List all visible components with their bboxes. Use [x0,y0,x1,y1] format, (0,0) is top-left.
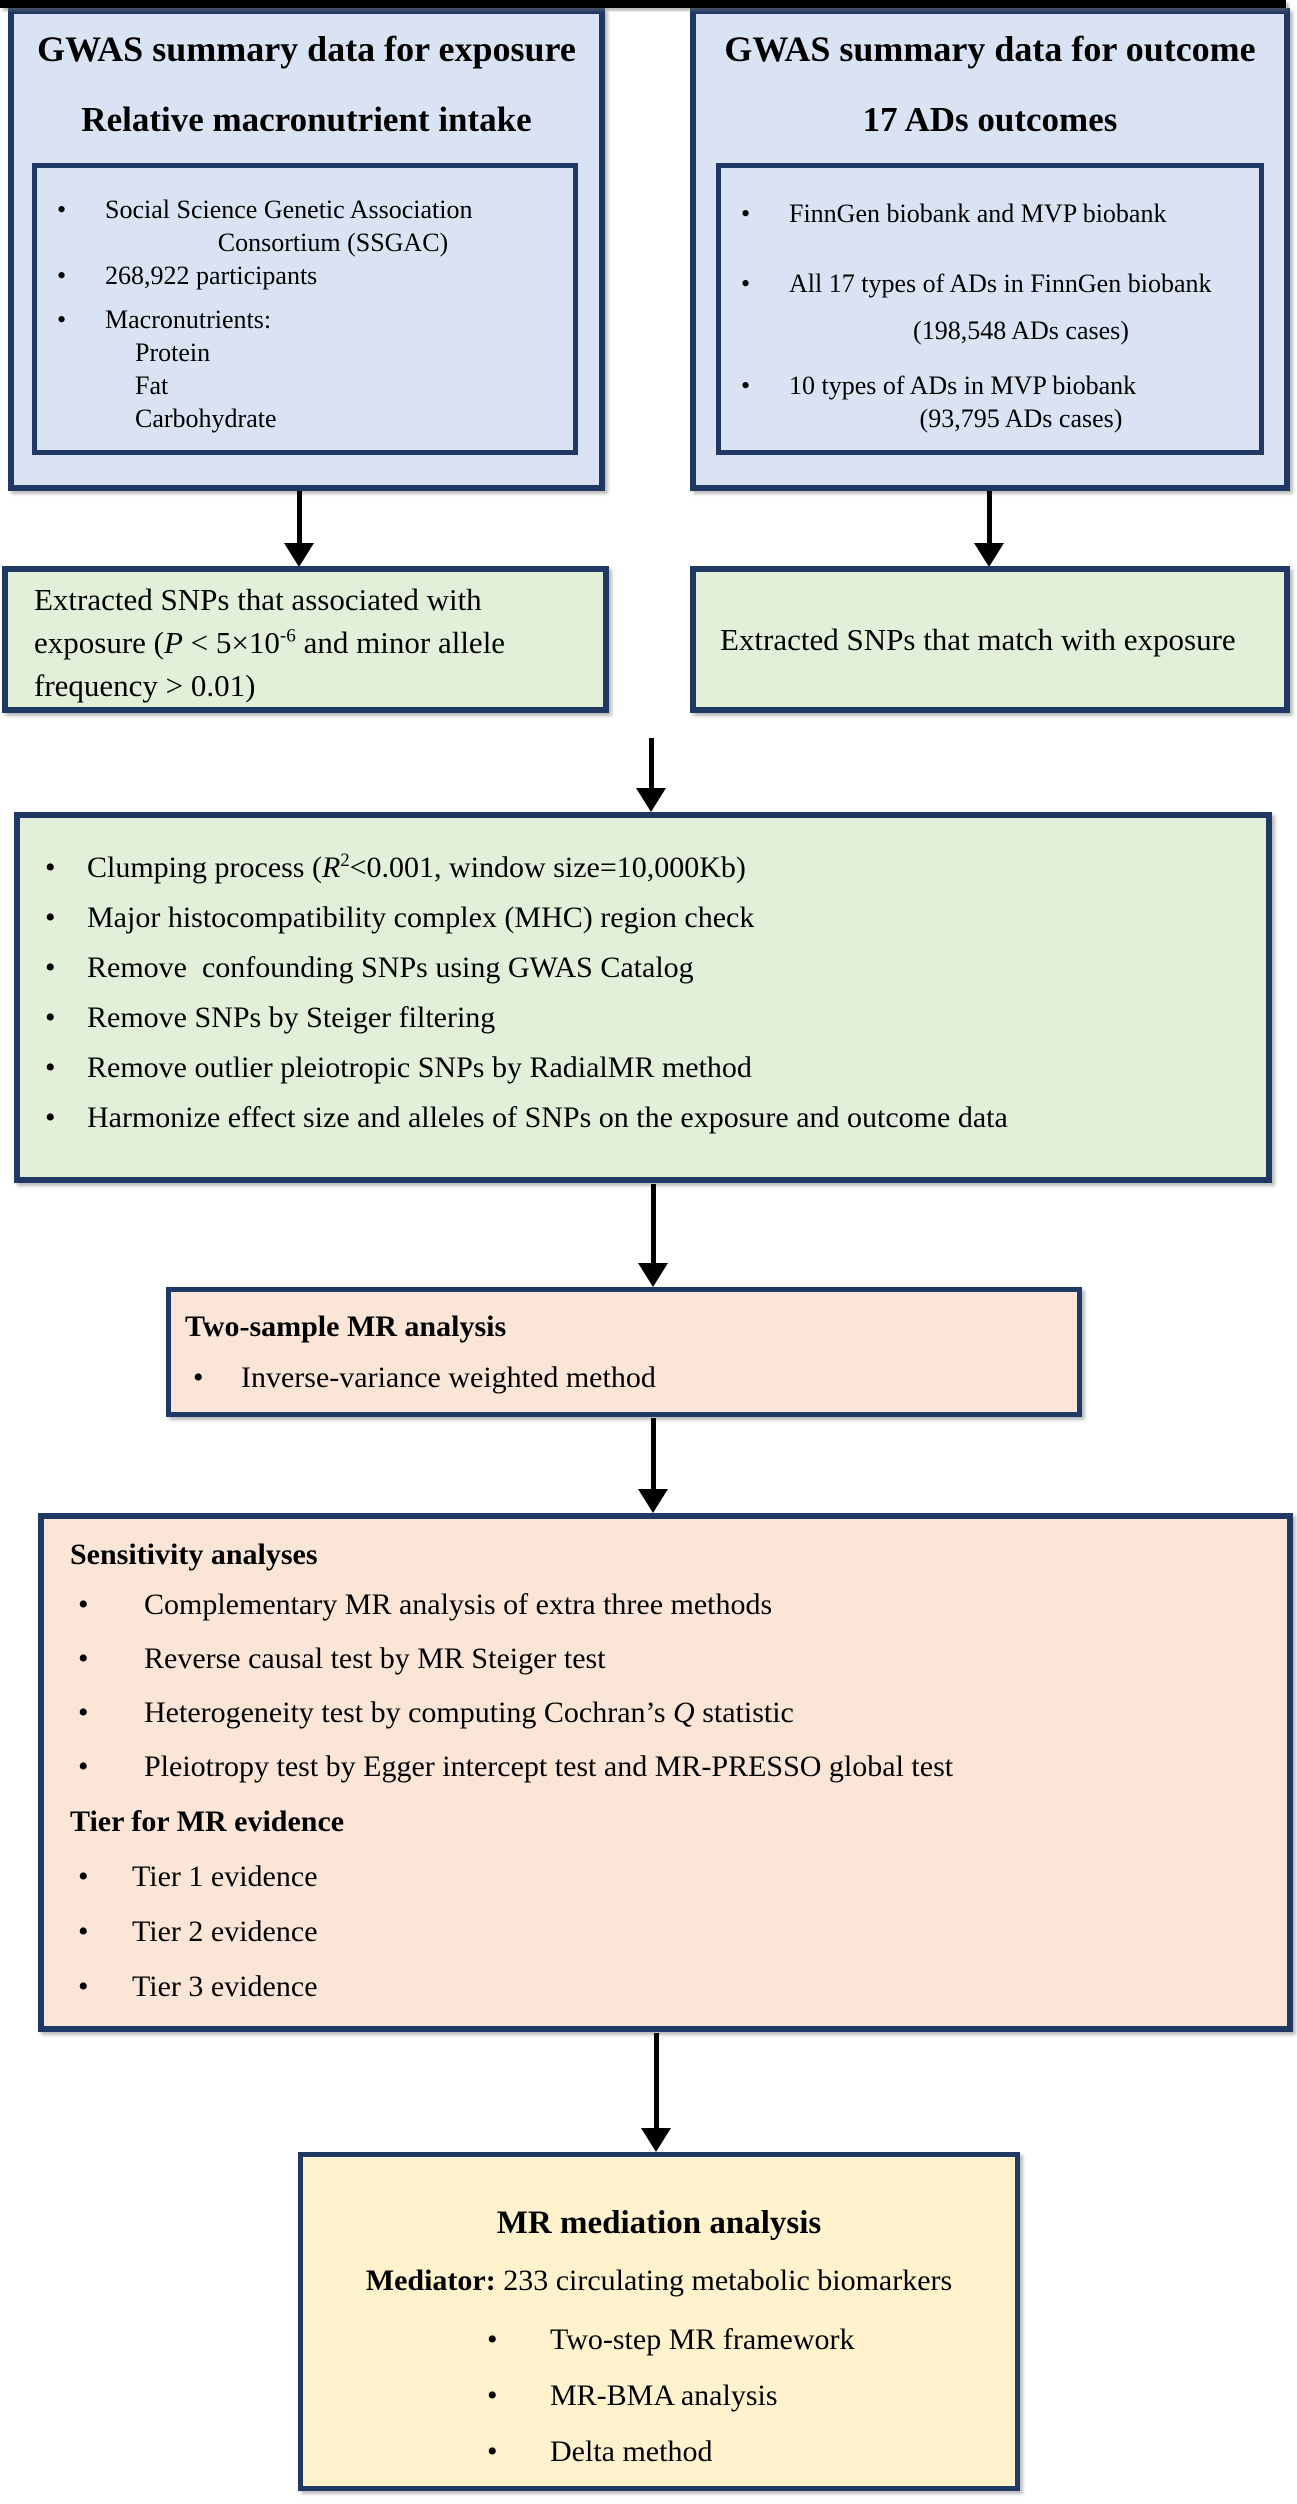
list-item: Major histocompatibility complex (MHC) r… [20,901,1266,935]
list-item: FinnGen biobank and MVP biobank [721,197,1253,230]
list-item-line: 10 types of ADs in MVP biobank [789,371,1137,400]
text-run-superscript: -6 [279,625,296,647]
extract-exposure-line: Extracted SNPs that associated with [34,582,482,617]
list-item: 268,922 participants [37,259,561,292]
list-item: Harmonize effect size and alleles of SNP… [20,1101,1266,1135]
two-sample-mr-title: Two-sample MR analysis [185,1310,507,1343]
outcome-box-title: GWAS summary data for outcome [724,29,1256,69]
sensitivity-analyses-box: Sensitivity analyses Complementary MR an… [38,1513,1293,2032]
list-item-line: (93,795 ADs cases) [919,404,1123,433]
arrow-outcome-to-snps [974,491,1004,567]
list-item: Tier 1 evidence [44,1861,1287,1894]
text-run: and minor allele [295,625,506,660]
text-run-superscript: 2 [340,850,350,871]
extract-exposure-line: exposure (P < 5×10-6 and minor allele [34,621,591,664]
arrow-mr-to-sensitivity [638,1418,668,1513]
list-item-line: Social Science Genetic Association [105,195,473,224]
tier-list: Tier 1 evidence Tier 2 evidence Tier 3 e… [44,1861,1287,2004]
sensitivity-heading: Sensitivity analyses [70,1538,318,1571]
list-item: MR-BMA analysis [303,2380,1015,2413]
mediation-list: Two-step MR framework MR-BMA analysis De… [303,2324,1015,2469]
exposure-details-box: Social Science Genetic Association Conso… [32,163,578,455]
extract-outcome-text: Extracted SNPs that match with exposure [720,621,1236,657]
outcome-details-box: FinnGen biobank and MVP biobank All 17 t… [716,163,1264,455]
list-item: Remove SNPs by Steiger filtering [20,1001,1266,1035]
text-run-italic: P [163,625,183,660]
exposure-details-list: Social Science Genetic Association Conso… [37,168,573,435]
arrow-qc-to-mr [638,1184,668,1287]
text-run: statistic [694,1696,794,1729]
list-item: Social Science Genetic Association Conso… [37,193,561,259]
list-item-subline: Protein [135,338,211,367]
mediator-text: 233 circulating metabolic biomarkers [495,2264,953,2297]
list-item: Delta method [303,2436,1015,2469]
list-item: Macronutrients: Protein Fat Carbohydrate [37,303,561,435]
extract-exposure-line: frequency > 0.01) [34,668,256,703]
extract-outcome-snps-box: Extracted SNPs that match with exposure [690,566,1290,713]
arrow-head-icon [638,1263,668,1287]
text-run: Heterogeneity test by computing Cochran’… [144,1696,674,1729]
arrow-shaft [650,1184,656,1263]
list-item: Tier 3 evidence [44,1971,1287,2004]
snp-qc-box: Clumping process (R2<0.001, window size=… [14,812,1272,1183]
arrow-shaft [296,491,302,543]
list-item: Clumping process (R2<0.001, window size=… [20,851,1266,885]
text-run: Clumping process ( [87,851,322,884]
exposure-gwas-box: GWAS summary data for exposure Relative … [8,8,605,491]
list-item-line: All 17 types of ADs in FinnGen biobank [789,269,1212,298]
merge-connector-line [0,0,1286,8]
arrow-head-icon [974,543,1004,567]
list-item-subline: Fat [135,371,169,400]
list-item: Heterogeneity test by computing Cochran’… [44,1696,1287,1730]
list-item-line: (198,548 ADs cases) [913,316,1129,345]
arrow-exposure-to-snps [284,491,314,567]
list-item: Two-step MR framework [303,2324,1015,2357]
exposure-box-subtitle: Relative macronutrient intake [81,100,532,139]
list-item: Tier 2 evidence [44,1916,1287,1949]
list-item: Remove confounding SNPs using GWAS Catal… [20,951,1266,985]
arrow-merge-to-qc [636,738,666,812]
arrow-sensitivity-to-mediation [641,2033,671,2152]
tier-heading: Tier for MR evidence [70,1805,345,1838]
list-item: Pleiotropy test by Egger intercept test … [44,1751,1287,1784]
list-item: Complementary MR analysis of extra three… [44,1589,1287,1622]
arrow-shaft [648,738,654,788]
two-sample-mr-box: Two-sample MR analysis Inverse-variance … [166,1287,1082,1417]
extract-exposure-snps-box: Extracted SNPs that associated with expo… [2,566,609,713]
list-item: Reverse causal test by MR Steiger test [44,1643,1287,1676]
exposure-box-title: GWAS summary data for exposure [37,29,576,69]
text-run-italic: Q [673,1696,695,1729]
text-run: < 5×10 [182,625,280,660]
mediator-label: Mediator: [365,2264,496,2297]
arrow-shaft [986,491,992,543]
outcome-details-list: FinnGen biobank and MVP biobank All 17 t… [721,168,1259,435]
arrow-shaft [650,1418,656,1489]
sensitivity-list: Complementary MR analysis of extra three… [44,1589,1287,1784]
arrow-head-icon [638,1489,668,1513]
mediator-line: Mediator: 233 circulating metabolic biom… [303,2265,1015,2297]
two-sample-mr-list: Inverse-variance weighted method [171,1361,1077,1395]
list-item: 10 types of ADs in MVP biobank (93,795 A… [721,369,1253,435]
mr-mediation-box: MR mediation analysis Mediator: 233 circ… [298,2152,1020,2491]
list-item-line: Macronutrients: [105,305,272,334]
list-item: Inverse-variance weighted method [171,1361,1077,1395]
arrow-head-icon [636,788,666,812]
text-run-italic: R [321,851,341,884]
mediation-title: MR mediation analysis [496,2205,822,2241]
arrow-shaft [653,2033,659,2128]
list-item: Remove outlier pleiotropic SNPs by Radia… [20,1051,1266,1085]
arrow-head-icon [284,543,314,567]
list-item-subline: Carbohydrate [135,404,277,433]
outcome-gwas-box: GWAS summary data for outcome 17 ADs out… [690,8,1290,491]
text-run: exposure ( [34,625,164,660]
text-run: <0.001, window size=10,000Kb) [349,851,746,884]
list-item-line: Consortium (SSGAC) [217,228,449,257]
list-item: All 17 types of ADs in FinnGen biobank (… [721,267,1253,347]
outcome-box-subtitle: 17 ADs outcomes [862,100,1118,139]
snp-qc-list: Clumping process (R2<0.001, window size=… [20,818,1266,1135]
arrow-head-icon [641,2128,671,2152]
